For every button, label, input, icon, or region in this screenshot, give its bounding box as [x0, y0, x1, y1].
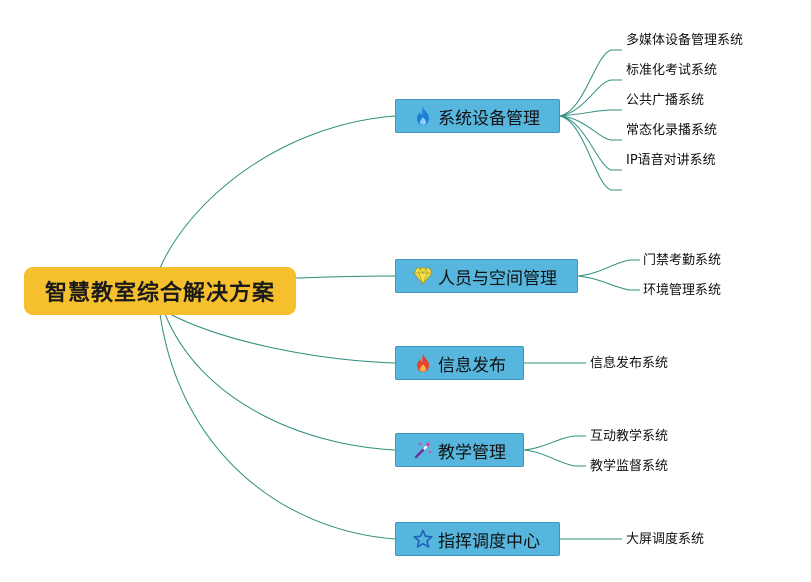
leaf-public-broadcast-system[interactable]: 公共广播系统: [626, 93, 705, 108]
edge-b0-leaf1: [559, 79, 622, 117]
branch-label: 人员与空间管理: [438, 268, 557, 289]
root-title: 智慧教室综合解决方案: [44, 281, 275, 306]
edge-b3-leaf0: [523, 435, 586, 451]
leaf-teaching-supervision-system[interactable]: 教学监督系统: [590, 459, 669, 474]
branch-label: 信息发布: [438, 355, 506, 376]
edge-b0-leaf5: [559, 115, 622, 191]
edge-root-command-center: [159, 313, 396, 540]
edge-b0-leaf2: [559, 109, 622, 117]
fire-icon: [412, 352, 434, 374]
branch-teaching[interactable]: 教学管理: [395, 433, 524, 467]
leaf-environment-system[interactable]: 环境管理系统: [643, 283, 722, 298]
leaf-interactive-teaching-system[interactable]: 互动教学系统: [590, 429, 669, 444]
leaf-standardized-exam-system[interactable]: 标准化考试系统: [626, 63, 718, 78]
branch-info-release[interactable]: 信息发布: [395, 346, 524, 380]
branch-label: 教学管理: [438, 442, 506, 463]
edge-root-people-space: [295, 275, 396, 279]
branch-system-devices[interactable]: 系统设备管理: [395, 99, 560, 133]
edge-b0-leaf0: [559, 49, 622, 117]
leaf-multimedia-device-system[interactable]: 多媒体设备管理系统: [626, 33, 744, 48]
magic-wand-icon: [412, 439, 434, 461]
gem-icon: [412, 265, 434, 287]
leaf-access-attendance-system[interactable]: 门禁考勤系统: [643, 253, 722, 268]
edge-root-info-release: [169, 313, 396, 364]
edge-b0-leaf3: [559, 115, 622, 141]
edge-b1-leaf1: [577, 275, 640, 291]
leaf-recording-system[interactable]: 常态化录播系统: [626, 123, 718, 138]
leaf-ip-intercom-system[interactable]: IP语音对讲系统: [626, 153, 716, 168]
fire-icon: [412, 105, 434, 127]
branch-command-center[interactable]: 指挥调度中心: [395, 522, 560, 556]
star-icon: [412, 528, 434, 550]
leaf-big-screen-dispatch-system[interactable]: 大屏调度系统: [626, 532, 705, 547]
edge-b0-leaf4: [559, 115, 622, 171]
branch-label: 系统设备管理: [438, 108, 540, 129]
leaf-info-release-system[interactable]: 信息发布系统: [590, 356, 669, 371]
branch-people-space[interactable]: 人员与空间管理: [395, 259, 578, 293]
root-node[interactable]: 智慧教室综合解决方案: [24, 267, 296, 315]
branch-label: 指挥调度中心: [438, 531, 540, 552]
edge-b3-leaf1: [523, 449, 586, 467]
edge-b1-leaf0: [577, 259, 640, 277]
edge-root-teaching: [164, 313, 396, 451]
edge-root-system-devices: [159, 115, 396, 269]
